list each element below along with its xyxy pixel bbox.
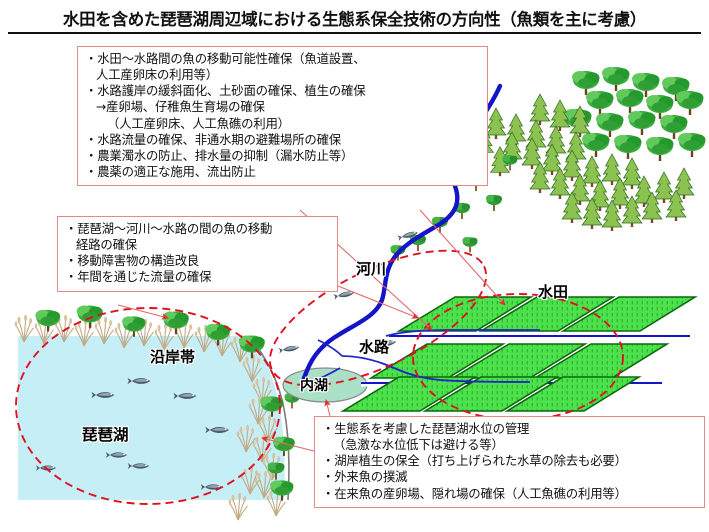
callout-line: ・水田～水路間の魚の移動可能性確保（魚道設置、 xyxy=(85,51,366,66)
callout-line: →産卵場、仔稚魚生育場の確保 xyxy=(96,99,265,115)
callout-line: 経路の確保 xyxy=(76,237,137,253)
paddy-canal-1 xyxy=(389,334,690,340)
map-label-paddy: 水田 xyxy=(538,283,569,301)
callout-line: ・年間を通じた流量の確保 xyxy=(65,269,212,285)
callout-line: ・湖岸植生の保全（打ち上げられた水草の除去も必要） xyxy=(322,453,627,469)
callout-line: （急激な水位低下は避ける等） xyxy=(333,437,504,453)
callout-line: ・農業濁水の防止、排水量の抑制（漏水防止等） xyxy=(85,147,354,163)
title-underline xyxy=(8,32,701,34)
callout-box-paddy-waterway: ・水田～水路間の魚の移動可能性確保（魚道設置、人工産卵床の利用等）・水路護岸の緩… xyxy=(77,46,488,186)
callout-line: ・外来魚の撲滅 xyxy=(322,469,408,485)
callout-line: ・琵琶湖～河川～水路の間の魚の移動 xyxy=(65,221,273,236)
map-label-inner-lake: 内湖 xyxy=(300,378,328,394)
callout-line: ・移動障害物の構造改良 xyxy=(65,253,200,269)
callout-line: ・農薬の適正な施用、流出防止 xyxy=(85,163,256,179)
map-label-littoral: 沿岸帯 xyxy=(150,348,196,366)
callout-line: ・生態系を考慮した琵琶湖水位の管理 xyxy=(322,421,530,436)
paddy-row-3 xyxy=(340,376,642,412)
paddy-row-1 xyxy=(396,296,698,332)
broadleaf-canopy xyxy=(564,67,706,161)
callout-line: ・水路護岸の緩斜面化、土砂面の確保、植生の確保 xyxy=(85,83,366,99)
callout-box-migration-route: ・琵琶湖～河川～水路の間の魚の移動経路の確保・移動障害物の構造改良・年間を通じた… xyxy=(57,216,338,292)
map-label-lake: 琵琶湖 xyxy=(82,426,129,444)
callout-box-lake-biwa: ・生態系を考慮した琵琶湖水位の管理（急激な水位低下は避ける等）・湖岸植生の保全（… xyxy=(314,416,705,508)
page-title: 水田を含めた琵琶湖周辺域における生態系保全技術の方向性（魚類を主に考慮） xyxy=(62,10,647,29)
map-label-waterway: 水路 xyxy=(359,338,390,356)
callout-line: （人工産卵床、人工魚礁の利用） xyxy=(107,115,290,131)
zone-river xyxy=(268,249,488,387)
callout-line: ・在来魚の産卵場、隠れ場の確保（人工魚礁の利用等） xyxy=(322,485,627,501)
callout-line: 人工産卵床の利用等） xyxy=(96,67,218,83)
callout-line: ・水路流量の確保、非通水期の避難場所の確保 xyxy=(85,131,342,147)
map-label-river: 河川 xyxy=(356,260,387,278)
zone-littoral xyxy=(15,307,281,505)
paddy-field-group xyxy=(340,296,698,412)
